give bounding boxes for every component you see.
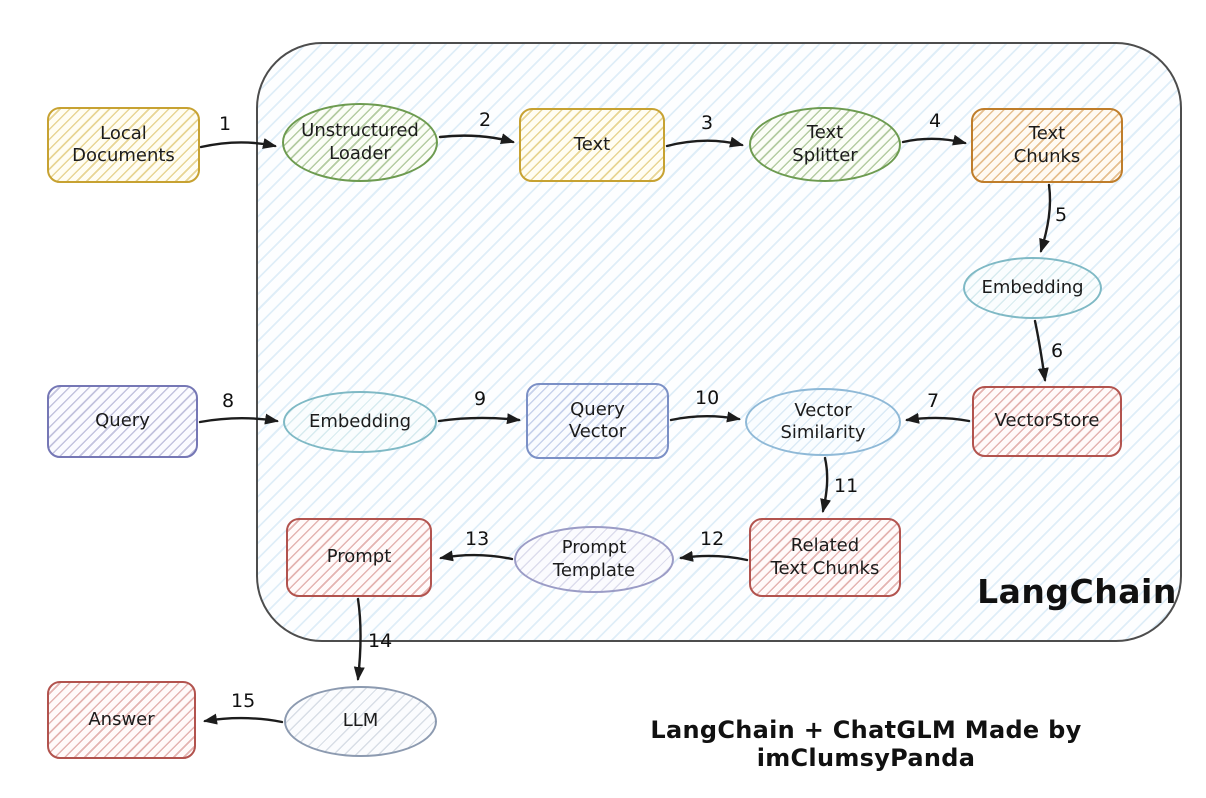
- arrow-label-11: 11: [834, 475, 859, 497]
- node-related-text-chunks: Related Text Chunks: [749, 518, 901, 597]
- arrow-label-1: 1: [219, 113, 232, 135]
- node-prompt-template: Prompt Template: [514, 526, 674, 593]
- arrow-label-6: 6: [1051, 340, 1064, 362]
- node-vectorstore-label: VectorStore: [994, 410, 1100, 432]
- arrow-label-3: 3: [701, 112, 714, 134]
- node-unstructured-loader: Unstructured Loader: [282, 103, 438, 182]
- node-text-label: Text: [573, 133, 611, 155]
- node-answer-label: Answer: [88, 708, 155, 730]
- arrow-label-15: 15: [231, 690, 256, 712]
- arrow-label-8: 8: [222, 390, 235, 412]
- node-embedding-query: Embedding: [283, 391, 437, 453]
- node-prompt: Prompt: [286, 518, 432, 597]
- node-embedding-query-label: Embedding: [308, 410, 412, 432]
- node-text-splitter-label: Text Splitter: [792, 122, 858, 166]
- arrow-label-13: 13: [465, 528, 490, 550]
- arrow-label-2: 2: [479, 109, 492, 131]
- node-embedding-documents-label: Embedding: [981, 276, 1084, 298]
- node-unstructured-loader-label: Unstructured Loader: [301, 120, 419, 164]
- node-prompt-label: Prompt: [326, 546, 392, 568]
- node-text-chunks: Text Chunks: [971, 108, 1123, 183]
- diagram-caption: LangChain + ChatGLM Made by imClumsyPand…: [650, 716, 1082, 772]
- arrow-label-4: 4: [929, 110, 942, 132]
- arrow-label-14: 14: [368, 630, 393, 652]
- node-vector-similarity-label: Vector Similarity: [780, 399, 866, 444]
- arrow-label-9: 9: [474, 388, 487, 410]
- node-local-documents: Local Documents: [47, 107, 200, 183]
- langchain-container-label: LangChain: [977, 572, 1177, 611]
- node-related-text-chunks-label: Related Text Chunks: [770, 535, 880, 579]
- arrow-label-5: 5: [1055, 204, 1068, 226]
- node-prompt-template-label: Prompt Template: [552, 537, 636, 581]
- arrow-15: [203, 713, 284, 725]
- node-llm-label: LLM: [342, 710, 379, 732]
- node-text-chunks-label: Text Chunks: [1013, 123, 1081, 167]
- node-vector-similarity: Vector Similarity: [745, 388, 901, 456]
- node-query: Query: [47, 385, 198, 458]
- node-answer: Answer: [47, 681, 196, 759]
- node-llm: LLM: [284, 686, 437, 757]
- node-text: Text: [519, 108, 665, 182]
- arrow-label-7: 7: [927, 390, 940, 412]
- node-query-vector: Query Vector: [526, 383, 669, 459]
- node-local-documents-label: Local Documents: [72, 122, 175, 167]
- node-text-splitter: Text Splitter: [749, 107, 901, 182]
- arrow-label-12: 12: [700, 528, 725, 550]
- arrow-label-10: 10: [695, 387, 720, 409]
- node-query-label: Query: [95, 410, 150, 432]
- node-query-vector-label: Query Vector: [568, 398, 627, 443]
- node-vectorstore: VectorStore: [972, 386, 1122, 457]
- node-embedding-documents: Embedding: [963, 257, 1102, 319]
